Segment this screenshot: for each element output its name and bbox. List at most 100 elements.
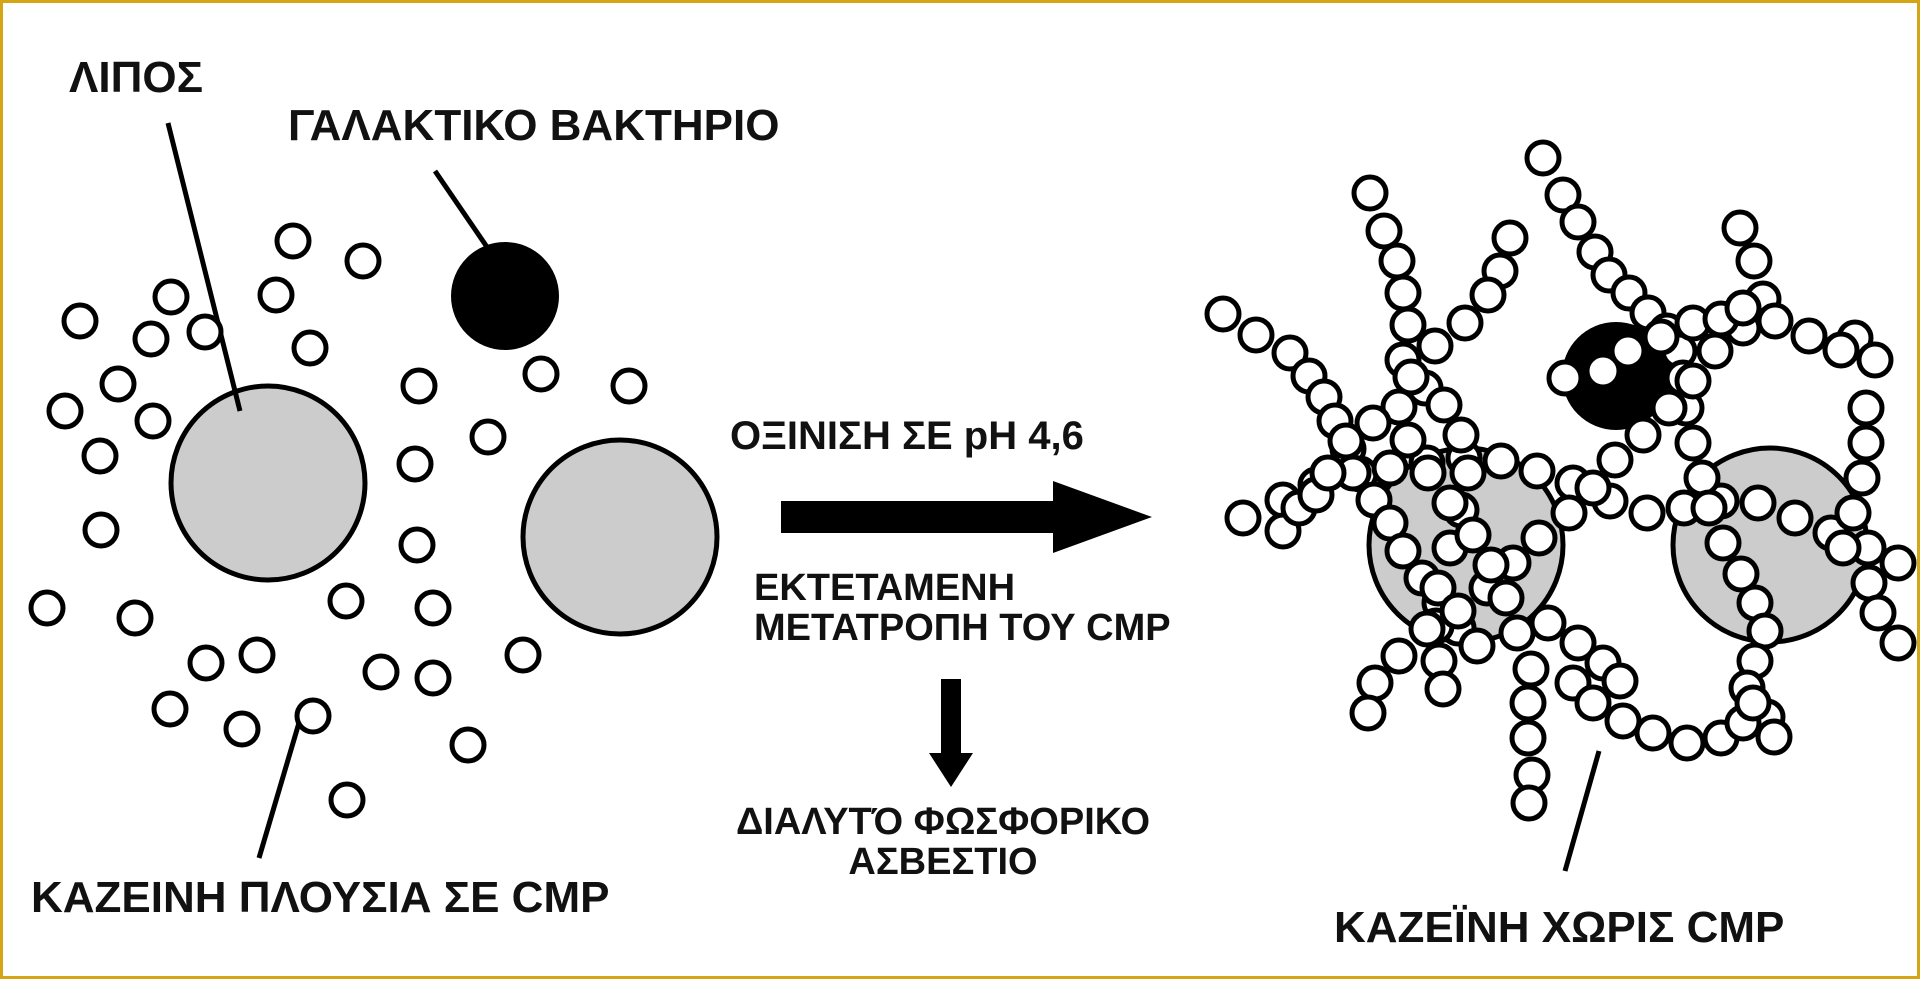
casein-micelle-free [1472, 546, 1510, 584]
conversion-label-line1: ΕΚΤΕΤΑΜΕΝΗ [754, 567, 1016, 609]
casein-micelle-rich [400, 367, 438, 405]
casein-micelle-free [1604, 702, 1642, 740]
casein-micelle-free [1847, 389, 1885, 427]
casein-micelle-rich [398, 526, 436, 564]
casein-micelle-free [1458, 627, 1496, 665]
casein-micelle-free [1724, 289, 1762, 327]
casein-micelle-free [1824, 529, 1862, 567]
casein-micelle-free [1520, 519, 1558, 557]
casein-micelle-free [1650, 389, 1688, 427]
casein-micelle-free [1879, 544, 1917, 582]
casein-micelle-free [1834, 494, 1872, 532]
casein-micelle-free [1856, 341, 1894, 379]
fat-label: ΛΙΠΟΣ [69, 53, 203, 102]
casein-micelle-free [1790, 317, 1828, 355]
casein-micelle-free [1409, 454, 1447, 492]
casein-micelle-free [1674, 424, 1712, 462]
casein-micelle-rich [46, 392, 84, 430]
fat-globule-left-2 [520, 437, 720, 637]
casein-micelle-free [1683, 459, 1721, 497]
casein-micelle-free [1739, 484, 1777, 522]
casein-micelle-free [1642, 318, 1680, 356]
casein-micelle-rich [28, 589, 66, 627]
casein-micelle-free [1601, 662, 1639, 700]
casein-micelle-rich [274, 222, 312, 260]
casein-micelle-rich [362, 653, 400, 691]
soluble-calcium-label-line2: ΑΣΒΕΣΤΙΟ [848, 840, 1038, 883]
casein-micelle-free [1424, 670, 1462, 708]
casein-micelle-rich [187, 644, 225, 682]
casein-micelle-free [1668, 724, 1706, 762]
casein-micelle-rich [186, 313, 224, 351]
casein-micelle-rich [152, 278, 190, 316]
casein-micelle-free [1847, 424, 1885, 462]
casein-micelle-free [1822, 331, 1860, 369]
casein-micelle-rich [291, 329, 329, 367]
casein-micelles-left [28, 222, 648, 819]
casein-micelle-free [1356, 664, 1394, 702]
casein-micelle-free [1454, 516, 1492, 554]
casein-micelle-rich [116, 599, 154, 637]
casein-micelle-free [1859, 594, 1897, 632]
casein-micelle-free [1327, 422, 1365, 460]
casein-micelle-free [1529, 604, 1567, 642]
casein-free-pointer-line [1562, 750, 1602, 872]
casein-micelle-free [1349, 694, 1387, 732]
casein-micelle-rich [81, 437, 119, 475]
casein-micelle-free [1371, 449, 1409, 487]
casein-micelle-free [1378, 242, 1416, 280]
casein-micelle-free [1746, 612, 1784, 650]
casein-micelle-free [1509, 719, 1547, 757]
fat-globule-left-1 [168, 383, 368, 583]
casein-micelle-free [1408, 610, 1446, 648]
casein-micelle-free [1628, 494, 1666, 532]
casein-micelle-rich [132, 320, 170, 358]
fat-pointer-line [165, 122, 243, 412]
casein-micelle-rich [469, 418, 507, 456]
casein-micelle-free [1734, 684, 1772, 722]
casein-micelle-free [1237, 316, 1275, 354]
casein-micelle-free [1735, 242, 1773, 280]
casein-micelle-free [1524, 139, 1562, 177]
casein-micelle-free [1704, 524, 1742, 562]
casein-micelle-rich [414, 589, 452, 627]
casein-micelle-rich [327, 582, 365, 620]
casein-micelle-free [1574, 469, 1612, 507]
casein-micelle-rich [294, 697, 332, 735]
casein-micelle-free [1584, 352, 1622, 390]
casein-micelle-free [1491, 219, 1529, 257]
casein-network-right [1204, 139, 1917, 822]
casein-micelle-free [1442, 416, 1480, 454]
casein-micelle-free [1384, 532, 1422, 570]
casein-micelle-free [1271, 334, 1309, 372]
casein-micelle-free [1482, 442, 1520, 480]
casein-micelle-free [1634, 714, 1672, 752]
casein-micelle-free [1596, 441, 1634, 479]
casein-micelle-free [1384, 274, 1422, 312]
casein-micelle-free [1518, 452, 1556, 490]
casein-micelle-free [1559, 203, 1597, 241]
casein-micelle-rich [134, 402, 172, 440]
casein-micelle-rich [414, 659, 452, 697]
casein-micelle-rich [257, 276, 295, 314]
casein-micelle-free [1722, 555, 1760, 593]
casein-micelle-free [1431, 484, 1469, 522]
casein-micelle-free [1446, 304, 1484, 342]
casein-micelle-free [1776, 499, 1814, 537]
casein-micelle-rich [223, 710, 261, 748]
casein-micelle-free [1380, 388, 1418, 426]
casein-micelle-free [1204, 295, 1242, 333]
casein-micelle-rich [328, 781, 366, 819]
casein-micelle-rich [504, 636, 542, 674]
process-arrow [781, 481, 1152, 553]
casein-micelle-free [1755, 718, 1793, 756]
casein-micelle-free [1224, 499, 1262, 537]
casein-micelle-free [1510, 784, 1548, 822]
casein-free-label: ΚΑΖΕΪΝΗ ΧΩΡΙΣ CMP [1334, 903, 1785, 952]
casein-micelle-free [1879, 624, 1917, 662]
casein-micelle-free [1850, 564, 1888, 602]
byproduct-arrow [929, 679, 973, 787]
casein-micelle-rich [99, 365, 137, 403]
casein-micelle-rich [449, 726, 487, 764]
